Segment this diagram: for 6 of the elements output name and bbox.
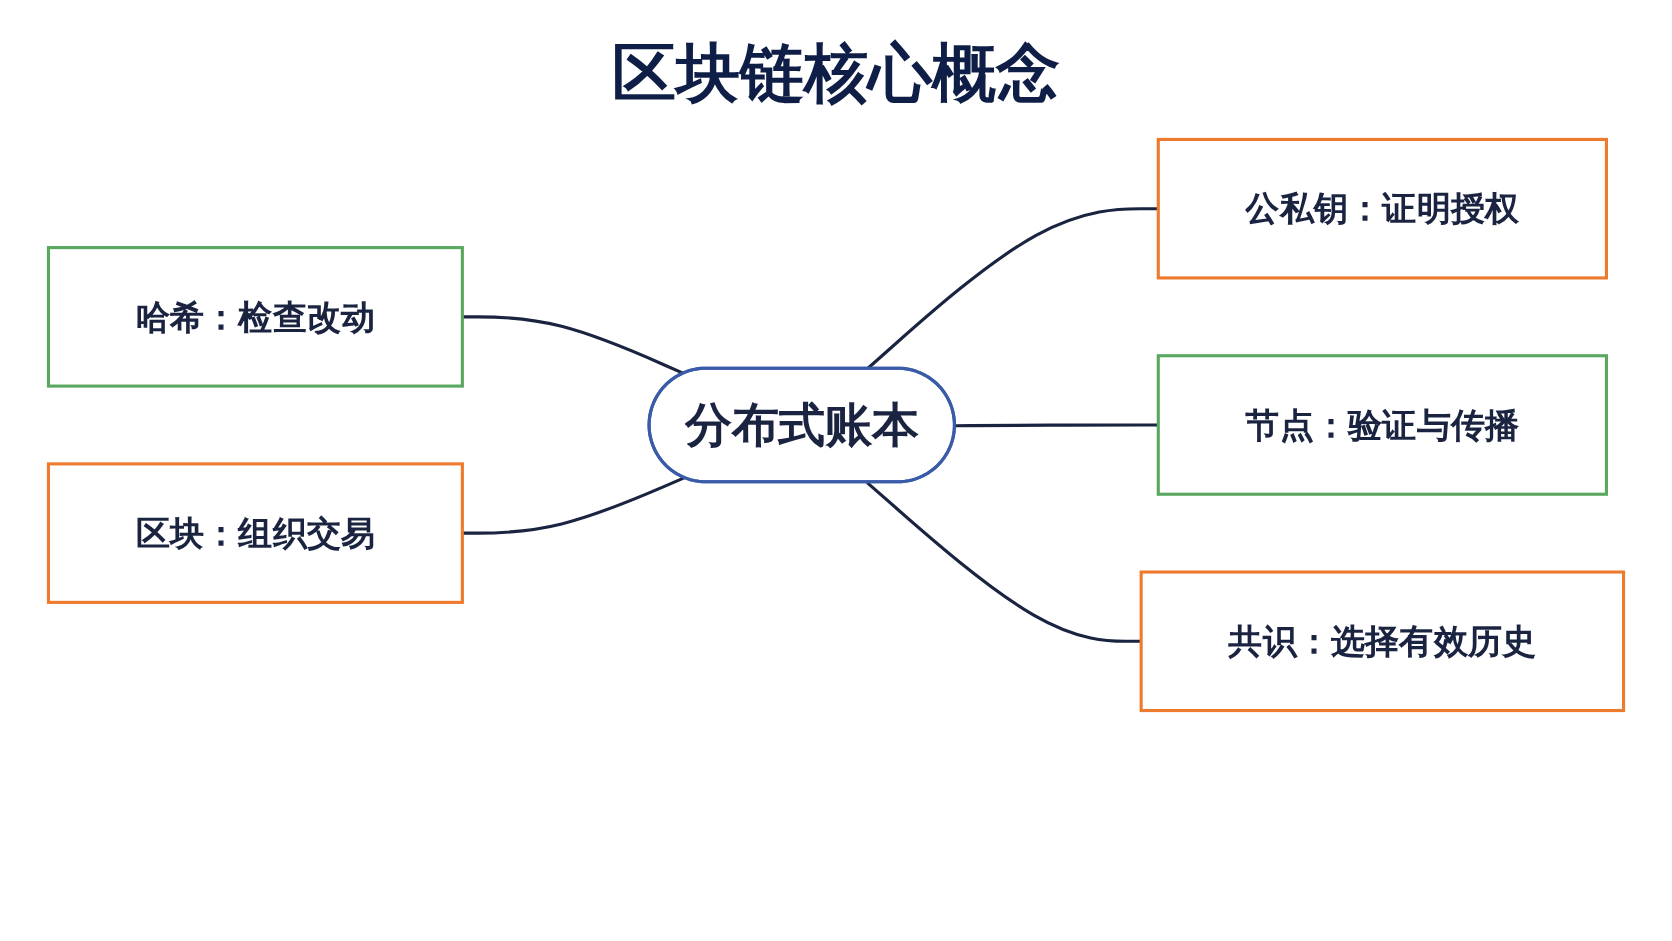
node-box: 哈希：检查改动 xyxy=(46,246,464,388)
node-box: 节点：验证与传播 xyxy=(1156,354,1608,496)
title: 区块链核心概念 xyxy=(611,35,1061,112)
node-box: 公私钥：证明授权 xyxy=(1156,137,1608,280)
node-box: 共识：选择有效历史 xyxy=(1139,570,1626,713)
node-box: 区块：组织交易 xyxy=(46,462,464,604)
